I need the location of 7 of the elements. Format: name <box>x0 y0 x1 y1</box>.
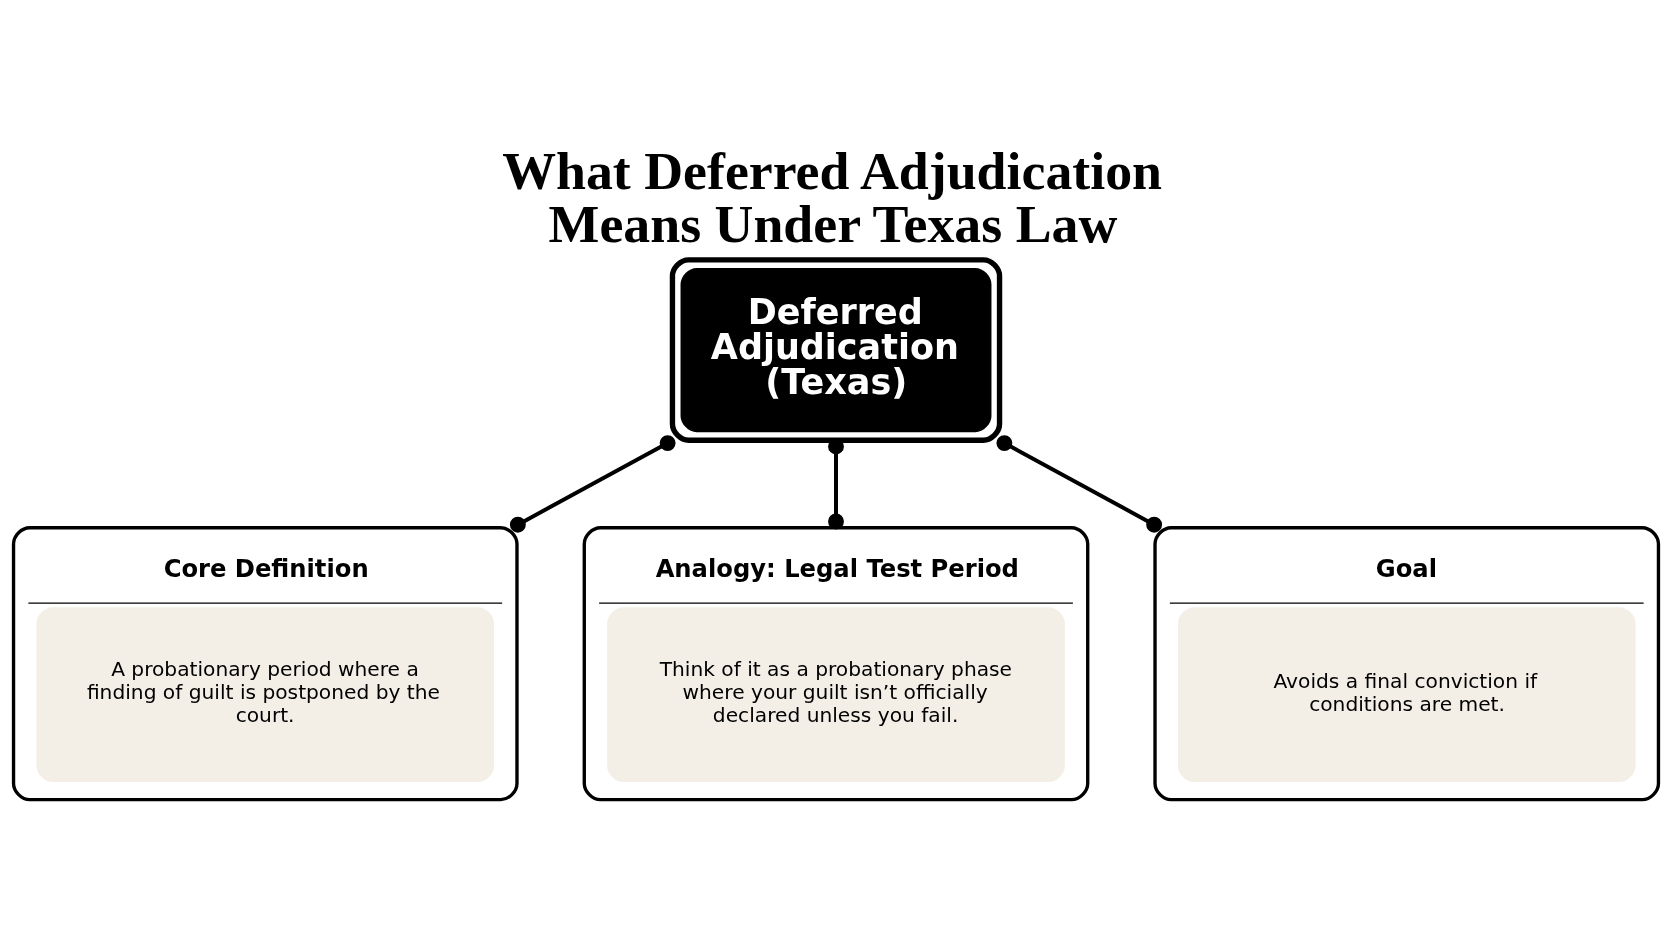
diagram-title: What Deferred Adjudication Means Under Texas Law <box>502 140 1163 255</box>
connector <box>509 435 676 533</box>
connector <box>996 435 1163 533</box>
node-box: Core Definition A probationary period where a finding of guilt is postponed by the court. <box>11 526 519 802</box>
node-box: Analogy: Legal Test Period Think of it as a probationary phase where your guilt isn’t officially declared unless you fail. <box>582 526 1090 802</box>
node-box: Goal Avoids a final conviction if conditions are met. <box>1153 526 1661 802</box>
node-box: Deferred Adjudication (Texas) <box>669 257 1003 443</box>
